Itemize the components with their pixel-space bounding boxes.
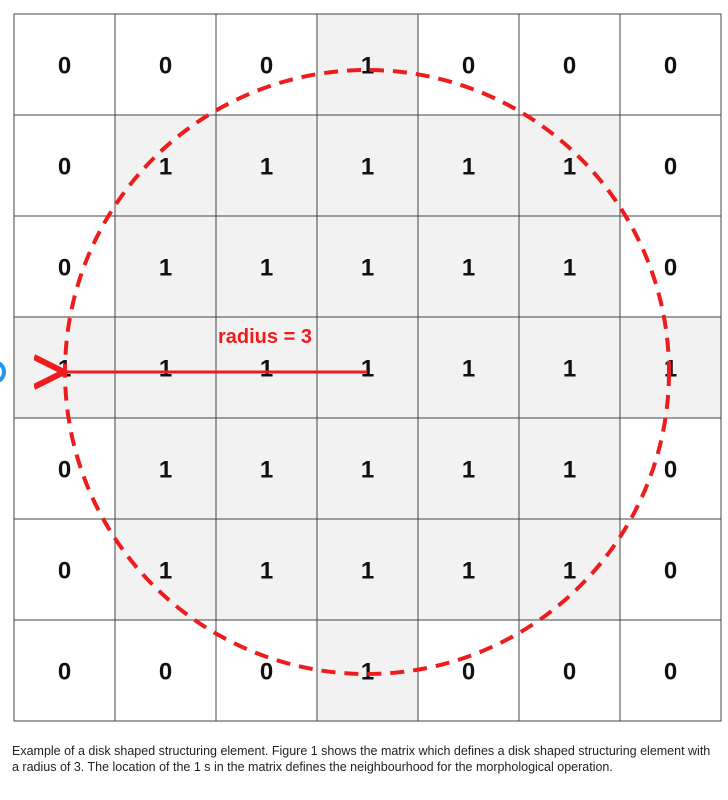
matrix-cell-value: 0 (260, 53, 273, 80)
matrix-cell-value: 1 (563, 255, 576, 282)
matrix-cell (518, 114, 621, 217)
matrix-cell (316, 417, 419, 520)
matrix-cell (417, 316, 520, 419)
matrix-cell (114, 518, 217, 621)
matrix-cell (215, 316, 318, 419)
matrix-cell (316, 316, 419, 419)
matrix-cell-value: 1 (361, 154, 374, 181)
matrix-cell (215, 518, 318, 621)
matrix-cell (13, 13, 116, 116)
matrix-cell-value: 0 (563, 53, 576, 80)
matrix-cell-value: 0 (664, 659, 677, 686)
matrix-cell-value: 1 (260, 356, 273, 383)
matrix-cell (417, 114, 520, 217)
matrix-cell-value: 1 (260, 457, 273, 484)
matrix-cell (114, 619, 217, 722)
matrix-cell-value: 0 (58, 659, 71, 686)
matrix-cell-value: 1 (361, 356, 374, 383)
matrix-cell-value: 0 (664, 457, 677, 484)
matrix-cell-value: 0 (563, 659, 576, 686)
matrix-cell-value: 0 (664, 558, 677, 585)
matrix-cell-value: 0 (58, 154, 71, 181)
matrix-cell (619, 114, 722, 217)
matrix-cell-value: 0 (260, 659, 273, 686)
matrix-cell-value: 0 (159, 53, 172, 80)
matrix-cell-value: 1 (260, 255, 273, 282)
left-edge-marker-icon (0, 361, 6, 383)
matrix-cell (619, 417, 722, 520)
matrix-cell (316, 518, 419, 621)
matrix-cell (518, 316, 621, 419)
matrix-cell (518, 417, 621, 520)
matrix-cell-value: 0 (664, 53, 677, 80)
matrix-cell (417, 215, 520, 318)
matrix-cell (114, 215, 217, 318)
matrix-cell-value: 1 (361, 558, 374, 585)
matrix-cell (215, 114, 318, 217)
matrix-cell-value: 0 (58, 53, 71, 80)
matrix-cell-value: 1 (361, 255, 374, 282)
matrix-cell-value: 1 (462, 558, 475, 585)
matrix-cell-value: 1 (361, 457, 374, 484)
matrix-cell-value: 1 (159, 255, 172, 282)
matrix-cell-value: 0 (462, 53, 475, 80)
matrix-cell-value: 1 (159, 154, 172, 181)
matrix-cell-value: 1 (462, 457, 475, 484)
matrix-cell-value: 1 (462, 154, 475, 181)
matrix-cell-value: 0 (58, 558, 71, 585)
matrix-cell (518, 215, 621, 318)
matrix-cell-value: 1 (563, 558, 576, 585)
matrix-cell (518, 619, 621, 722)
matrix-cell (13, 114, 116, 217)
matrix-cell (316, 13, 419, 116)
matrix-cell-value: 1 (563, 154, 576, 181)
matrix-cell-value: 1 (260, 558, 273, 585)
matrix-cell-value: 1 (361, 53, 374, 80)
matrix-cell-value: 0 (664, 154, 677, 181)
matrix-cell (518, 13, 621, 116)
matrix-cell (518, 518, 621, 621)
matrix-cell-value: 1 (563, 457, 576, 484)
matrix-cell (417, 518, 520, 621)
matrix-cell-value: 1 (462, 255, 475, 282)
matrix-cell-value: 0 (58, 255, 71, 282)
matrix-cell (417, 619, 520, 722)
matrix-cell (215, 13, 318, 116)
matrix-cell-value: 1 (159, 457, 172, 484)
matrix-cell (13, 417, 116, 520)
matrix-cell-value: 1 (563, 356, 576, 383)
matrix-cell (417, 13, 520, 116)
matrix-cell (316, 215, 419, 318)
matrix-cell (114, 13, 217, 116)
matrix-cell (215, 417, 318, 520)
matrix-cell-value: 1 (159, 356, 172, 383)
matrix-cell-value: 0 (462, 659, 475, 686)
matrix-cell (619, 518, 722, 621)
figure-caption: Example of a disk shaped structuring ele… (12, 744, 711, 774)
matrix-cell-value: 1 (462, 356, 475, 383)
radius-label: radius = 3 (218, 326, 312, 348)
matrix-cell (215, 215, 318, 318)
matrix-cell (619, 619, 722, 722)
matrix-cell-value: 1 (260, 154, 273, 181)
matrix-cell-value: 1 (159, 558, 172, 585)
matrix-cell-value: 0 (58, 457, 71, 484)
matrix-cell-value: 0 (159, 659, 172, 686)
matrix-cell (13, 619, 116, 722)
matrix-cell-value: 0 (664, 255, 677, 282)
matrix-cell (13, 316, 116, 419)
